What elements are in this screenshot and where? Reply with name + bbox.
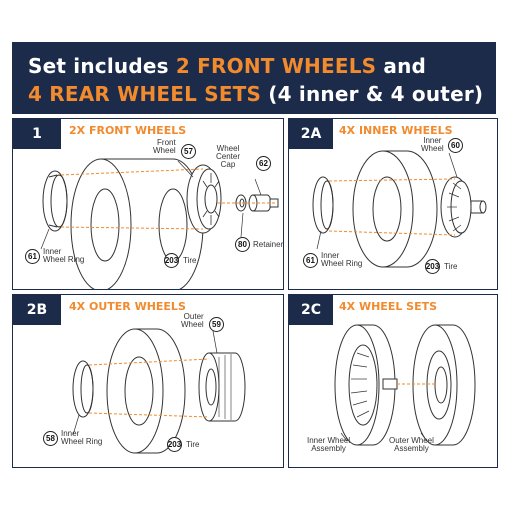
panel-tab: 2B xyxy=(13,295,61,325)
header-highlight: 2 FRONT WHEELS xyxy=(175,54,377,78)
inner-wheel-diagram xyxy=(312,150,487,268)
wheel-sets-diagram xyxy=(334,324,476,446)
part-number-badge: 203 xyxy=(164,253,179,268)
inner-ring-label: Inner Wheel Ring xyxy=(61,429,103,446)
outer-wheel-diagram xyxy=(72,328,246,454)
part-number-badge: 61 xyxy=(25,249,40,264)
header-text: Set includes xyxy=(28,54,176,78)
header-banner: Set includes 2 FRONT WHEELS and 4 REAR W… xyxy=(12,42,496,114)
part-number-badge: 58 xyxy=(43,431,58,446)
part-number-badge: 59 xyxy=(209,317,224,332)
panel-wheel-sets: 2C 4X WHEEL SETS Inner Wheel xyxy=(288,294,498,468)
center-cap-label: Wheel Center Cap xyxy=(216,144,241,169)
header-text: (4 inner & 4 outer) xyxy=(261,82,484,106)
outer-assembly-label: Outer Wheel Assembly xyxy=(389,436,434,453)
panel-outer-wheels: 2B 4X OUTER WHEELS Outer Wheel 59 58 I xyxy=(12,294,284,468)
inner-ring-label: Inner Wheel Ring xyxy=(321,251,363,268)
header-highlight: 4 REAR WHEEL SETS xyxy=(28,82,262,106)
panel-tab: 1 xyxy=(13,119,61,149)
panel-title: 4X OUTER WHEELS xyxy=(69,300,186,313)
header-text: and xyxy=(376,54,427,78)
tire-label: Tire xyxy=(183,256,197,265)
panel-tab: 2C xyxy=(289,295,333,325)
panel-front-wheels: 1 2X FRONT WHEELS xyxy=(12,118,284,290)
panel-title: 2X FRONT WHEELS xyxy=(69,124,187,137)
tire-label: Tire xyxy=(186,440,200,449)
inner-wheel-label: Inner Wheel xyxy=(421,136,444,153)
panel-title: 4X INNER WHEELS xyxy=(339,124,453,137)
part-number-badge: 60 xyxy=(448,138,463,153)
panel-title: 4X WHEEL SETS xyxy=(339,300,438,313)
header-line-2: 4 REAR WHEEL SETS (4 inner & 4 outer) xyxy=(28,82,483,106)
tire-label: Tire xyxy=(444,262,458,271)
panel-inner-wheels: 2A 4X INNER WHEELS Inner Whe xyxy=(288,118,498,290)
outer-wheel-label: Outer Wheel xyxy=(181,312,204,329)
inner-ring-label: Inner Wheel Ring xyxy=(43,247,85,264)
part-number-badge: 61 xyxy=(303,253,318,268)
front-wheel-label: Front Wheel xyxy=(153,138,176,155)
part-number-badge: 80 xyxy=(235,237,250,252)
part-number-badge: 203 xyxy=(167,437,182,452)
part-number-badge: 62 xyxy=(256,156,271,171)
panel-tab: 2A xyxy=(289,119,333,149)
part-number-badge: 57 xyxy=(181,144,196,159)
header-line-1: Set includes 2 FRONT WHEELS and xyxy=(28,54,426,78)
part-number-badge: 203 xyxy=(425,259,440,274)
inner-assembly-label: Inner Wheel Assembly xyxy=(307,436,351,453)
retainer-label: Retainer xyxy=(253,240,284,249)
